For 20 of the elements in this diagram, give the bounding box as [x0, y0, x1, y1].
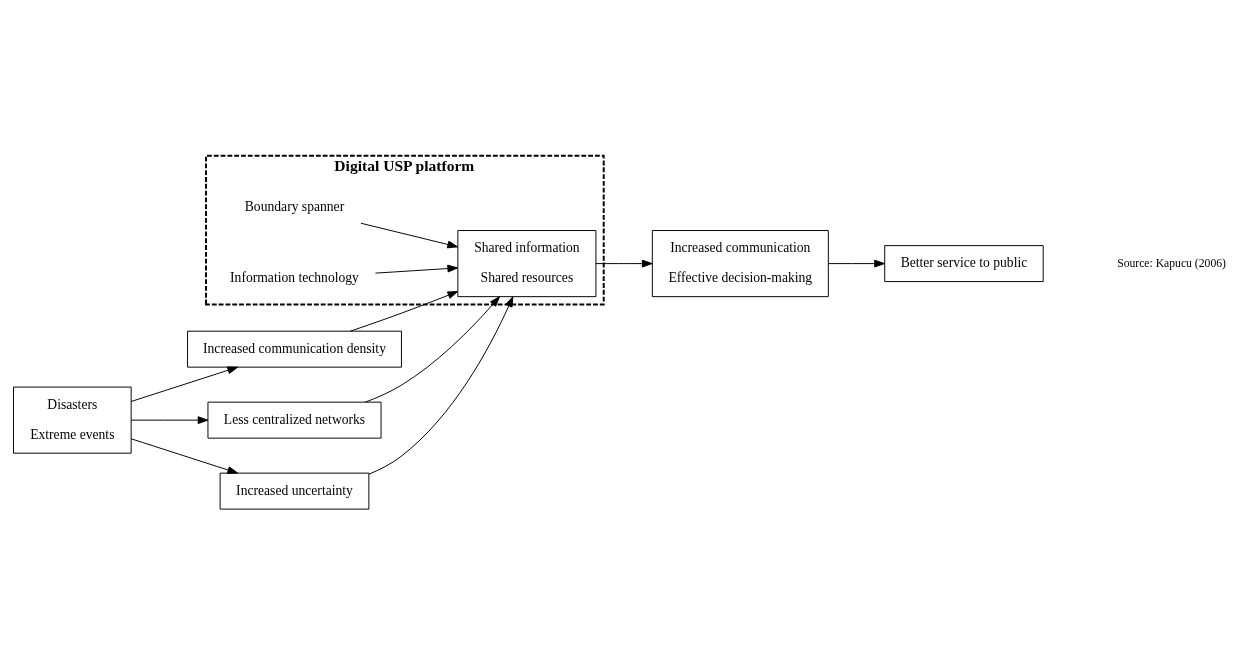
- node-text: Boundary spanner: [244, 198, 345, 214]
- arrow: [130, 437, 239, 474]
- node-box: Better service to public: [884, 244, 1044, 282]
- arrow: [374, 264, 459, 274]
- node-text: Information technology: [230, 269, 359, 285]
- arrow: [595, 259, 653, 267]
- arrow: [130, 415, 209, 424]
- arrow: [349, 290, 459, 332]
- arrow: [130, 365, 239, 402]
- node-box: Increased uncertainty: [219, 472, 370, 510]
- arrow: [828, 259, 885, 267]
- node-box: Increased communication Effective decision-making: [651, 229, 829, 297]
- arrow: [364, 295, 500, 403]
- arrow: [368, 295, 514, 475]
- node-box: Less centralized networks: [207, 401, 382, 439]
- label: Source: Kapucu (2006): [1117, 256, 1226, 270]
- node-box: Disasters Extreme events: [13, 386, 132, 454]
- node-box: Increased communication density: [187, 330, 402, 368]
- node-box: Shared information Shared resources: [457, 229, 597, 297]
- arrow: [360, 222, 458, 248]
